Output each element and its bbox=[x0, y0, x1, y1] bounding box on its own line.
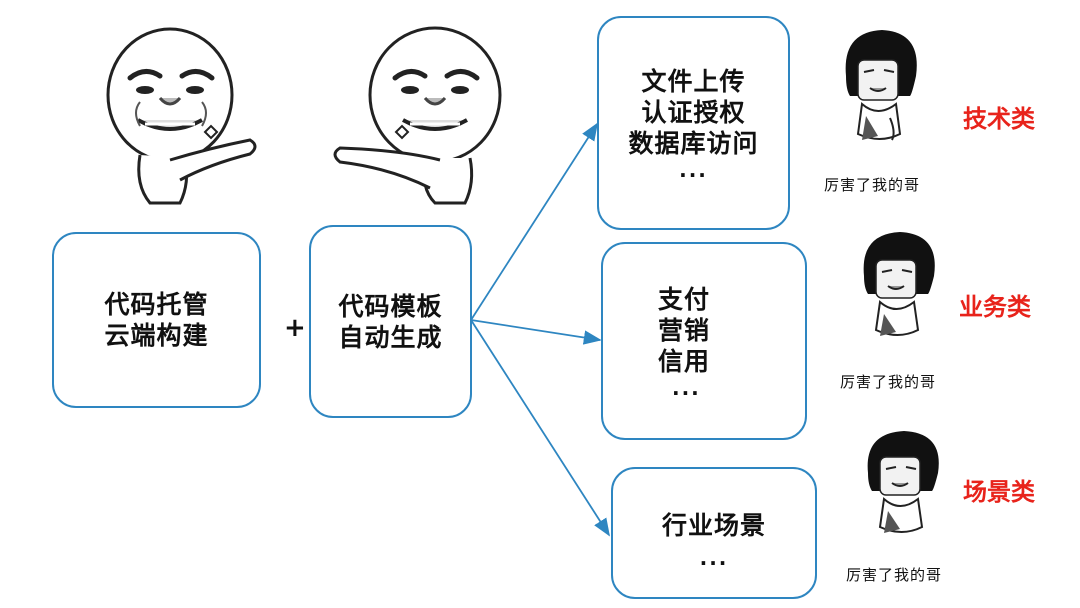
template-generation-line-1: 代码模板 bbox=[338, 291, 443, 321]
code-hosting-line-1: 代码托管 bbox=[104, 290, 209, 319]
template-generation-line-2: 自动生成 bbox=[338, 322, 443, 352]
business-category-label: 业务类 bbox=[959, 293, 1031, 321]
arrow-to-tech bbox=[470, 122, 598, 321]
arrow-to-scenario bbox=[470, 319, 610, 537]
business-line-1: 支付 bbox=[657, 284, 710, 314]
bowl-cut-meme-icon bbox=[854, 228, 938, 340]
business-caption: 厉害了我的哥 bbox=[840, 373, 937, 391]
scenario-ellipsis: ... bbox=[699, 545, 729, 570]
meme-face-pointing-left-icon bbox=[330, 20, 510, 205]
code-hosting-line-2: 云端构建 bbox=[104, 321, 209, 350]
business-line-2: 营销 bbox=[657, 315, 710, 345]
scenario-line-1: 行业场景 bbox=[661, 510, 766, 540]
tech-line-2: 认证授权 bbox=[641, 97, 746, 127]
scenario-category-label: 场景类 bbox=[963, 478, 1035, 506]
business-branch-box: 支付 营销 信用 ... bbox=[601, 242, 807, 440]
scenario-branch-box: 行业场景 ... bbox=[611, 467, 817, 599]
template-generation-box: 代码模板 自动生成 bbox=[309, 225, 472, 418]
business-line-3: 信用 bbox=[657, 346, 710, 376]
arrow-to-business bbox=[470, 319, 602, 345]
bowl-cut-meme-icon bbox=[858, 427, 942, 537]
tech-caption: 厉害了我的哥 bbox=[824, 176, 921, 194]
tech-category-label: 技术类 bbox=[963, 105, 1035, 133]
tech-ellipsis: ... bbox=[679, 157, 708, 182]
code-hosting-box: 代码托管 云端构建 bbox=[52, 232, 261, 408]
meme-face-pointing-right-icon bbox=[100, 20, 260, 205]
tech-branch-box: 文件上传 认证授权 数据库访问 ... bbox=[597, 16, 790, 230]
tech-line-1: 文件上传 bbox=[641, 66, 746, 96]
tech-line-3: 数据库访问 bbox=[628, 128, 759, 158]
bowl-cut-meme-icon bbox=[836, 26, 920, 146]
plus-sign: + bbox=[284, 313, 306, 343]
business-ellipsis: ... bbox=[671, 375, 701, 400]
scenario-caption: 厉害了我的哥 bbox=[846, 566, 943, 584]
